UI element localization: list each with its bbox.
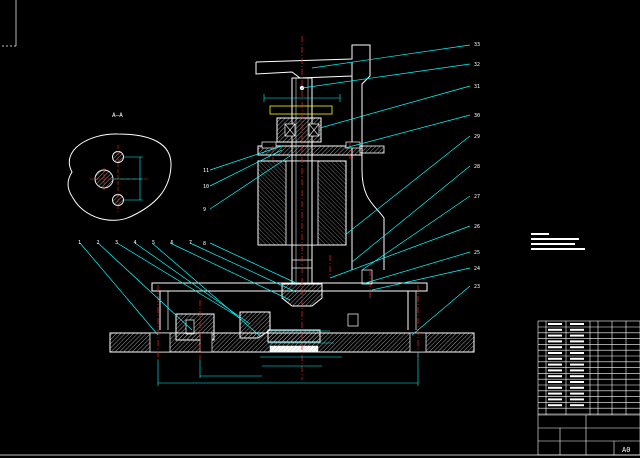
cam-profile bbox=[67, 133, 172, 221]
balloon-3: 3 bbox=[115, 240, 118, 246]
balloon-31: 31 bbox=[474, 84, 480, 90]
balloon-23: 23 bbox=[474, 284, 480, 290]
technical-notes bbox=[531, 233, 585, 250]
balloon-28: 28 bbox=[474, 164, 480, 170]
spindle-assembly bbox=[257, 77, 385, 307]
balloon-26: 26 bbox=[474, 224, 480, 230]
balloon-32: 32 bbox=[474, 62, 480, 68]
balloon-25: 25 bbox=[474, 250, 480, 256]
leader-lines bbox=[79, 44, 471, 337]
balloon-33: 33 bbox=[474, 42, 480, 48]
balloon-group-bottom: 1 2 3 4 5 6 7 bbox=[78, 240, 192, 246]
title-block bbox=[537, 320, 640, 456]
balloon-7: 7 bbox=[189, 240, 192, 246]
balloon-10: 10 bbox=[203, 184, 209, 190]
balloon-2: 2 bbox=[97, 240, 100, 246]
shaft-holes bbox=[94, 151, 124, 206]
balloon-11: 11 bbox=[203, 168, 209, 174]
balloon-5: 5 bbox=[152, 240, 155, 246]
base-plate bbox=[109, 332, 475, 353]
support-bracket bbox=[255, 44, 385, 270]
balloon-24: 24 bbox=[474, 266, 480, 272]
section-label: A—A bbox=[112, 112, 123, 119]
balloon-group-left: 11 10 9 8 bbox=[203, 168, 209, 247]
balloon-30: 30 bbox=[474, 113, 480, 119]
parts-list-rows bbox=[538, 326, 640, 415]
centerlines bbox=[157, 36, 419, 380]
section-a-a-view: A—A bbox=[67, 112, 172, 221]
dimension-lines bbox=[157, 94, 419, 386]
balloon-group-right: 33 32 31 30 29 28 27 26 25 24 23 bbox=[474, 42, 480, 290]
balloon-27: 27 bbox=[474, 194, 480, 200]
balloon-9: 9 bbox=[203, 207, 206, 213]
balloon-1: 1 bbox=[78, 240, 81, 246]
section-dimensions bbox=[114, 156, 143, 201]
sheet-size-label: A0 bbox=[622, 446, 630, 454]
parts-list-text-marks bbox=[548, 323, 584, 407]
balloon-8: 8 bbox=[203, 241, 206, 247]
balloon-4: 4 bbox=[134, 240, 137, 246]
balloon-29: 29 bbox=[474, 134, 480, 140]
balloon-6: 6 bbox=[171, 240, 174, 246]
